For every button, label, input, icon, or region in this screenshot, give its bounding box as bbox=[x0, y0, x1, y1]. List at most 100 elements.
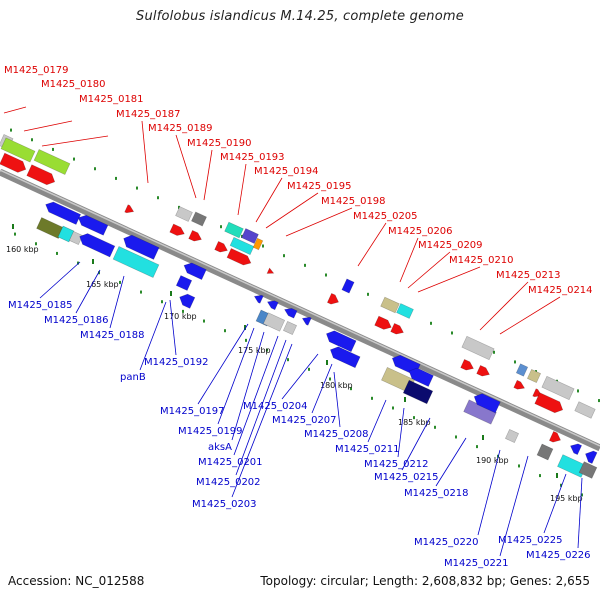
reverse-gene-label[interactable]: M1425_0221 bbox=[444, 558, 509, 569]
gene-feature[interactable] bbox=[326, 292, 340, 306]
forward-gene-label[interactable]: M1425_0190 bbox=[187, 138, 252, 149]
reverse-gene-label[interactable]: M1425_0212 bbox=[364, 459, 429, 470]
gene-feature[interactable] bbox=[283, 306, 298, 319]
forward-gene-label[interactable]: M1425_0180 bbox=[41, 79, 106, 90]
gene-feature[interactable] bbox=[504, 428, 520, 444]
reverse-gene-label[interactable]: M1425_0203 bbox=[192, 499, 257, 510]
gene-feature[interactable] bbox=[33, 149, 71, 175]
reverse-gene-label[interactable]: M1425_0204 bbox=[243, 401, 308, 412]
forward-gene-label[interactable]: M1425_0187 bbox=[116, 109, 181, 120]
gene-feature[interactable] bbox=[324, 328, 357, 353]
gene-feature[interactable] bbox=[472, 391, 501, 414]
gene-feature[interactable] bbox=[76, 213, 109, 236]
reverse-gene-label[interactable]: M1425_0225 bbox=[498, 535, 563, 546]
gene-feature[interactable] bbox=[515, 363, 529, 377]
reverse-gene-label[interactable]: M1425_0218 bbox=[404, 488, 469, 499]
gene-feature[interactable] bbox=[43, 199, 82, 225]
gene-feature[interactable] bbox=[68, 230, 84, 246]
guide-dot bbox=[119, 280, 121, 284]
accession-text: Accession: NC_012588 bbox=[8, 574, 145, 588]
reverse-gene-label[interactable]: M1425_0192 bbox=[144, 357, 209, 368]
gene-feature[interactable] bbox=[583, 448, 598, 464]
gene-feature[interactable] bbox=[253, 293, 264, 304]
forward-gene-label[interactable]: M1425_0205 bbox=[353, 211, 418, 222]
gene-feature[interactable] bbox=[188, 230, 204, 243]
guide-dot bbox=[283, 254, 285, 258]
gene-feature[interactable] bbox=[341, 278, 355, 294]
gene-feature[interactable] bbox=[262, 312, 286, 332]
gene-feature[interactable] bbox=[301, 315, 312, 326]
reverse-gene-label[interactable]: M1425_0207 bbox=[272, 415, 337, 426]
gene-feature[interactable] bbox=[229, 236, 255, 256]
gene-feature[interactable] bbox=[460, 359, 476, 372]
reverse-gene-label[interactable]: aksA bbox=[208, 442, 232, 453]
gene-feature[interactable] bbox=[169, 223, 186, 238]
reverse-gene-label[interactable]: M1425_0202 bbox=[196, 477, 261, 488]
reverse-gene-label[interactable]: M1425_0215 bbox=[374, 472, 439, 483]
gene-feature[interactable] bbox=[536, 443, 554, 461]
gene-feature[interactable] bbox=[0, 152, 28, 175]
reverse-gene-label[interactable]: M1425_0201 bbox=[198, 457, 263, 468]
guide-dot bbox=[350, 387, 352, 391]
gene-feature[interactable] bbox=[402, 379, 434, 405]
gene-feature[interactable] bbox=[241, 228, 259, 244]
gene-feature[interactable] bbox=[124, 204, 136, 216]
gene-feature[interactable] bbox=[461, 335, 495, 361]
gene-feature[interactable] bbox=[175, 206, 193, 222]
reverse-gene-label[interactable]: M1425_0226 bbox=[526, 550, 591, 561]
label-leader bbox=[139, 301, 167, 371]
forward-gene-label[interactable]: M1425_0206 bbox=[388, 226, 453, 237]
forward-gene-label[interactable]: M1425_0214 bbox=[528, 285, 593, 296]
reverse-gene-label[interactable]: M1425_0211 bbox=[335, 444, 400, 455]
gene-feature[interactable] bbox=[526, 368, 542, 384]
reverse-gene-label[interactable]: M1425_0185 bbox=[8, 300, 73, 311]
reverse-gene-label[interactable]: M1425_0197 bbox=[160, 406, 225, 417]
gene-feature[interactable] bbox=[77, 231, 116, 258]
forward-gene-label[interactable]: M1425_0195 bbox=[287, 181, 352, 192]
gene-feature[interactable] bbox=[578, 461, 598, 479]
forward-gene-label[interactable]: M1425_0210 bbox=[449, 255, 514, 266]
gene-feature[interactable] bbox=[374, 315, 394, 332]
gene-feature[interactable] bbox=[380, 296, 400, 314]
gene-feature[interactable] bbox=[548, 430, 562, 444]
forward-gene-label[interactable]: M1425_0193 bbox=[220, 152, 285, 163]
gene-feature[interactable] bbox=[177, 292, 196, 309]
forward-gene-label[interactable]: M1425_0209 bbox=[418, 240, 483, 251]
gene-feature[interactable] bbox=[568, 441, 583, 456]
forward-gene-label[interactable]: M1425_0181 bbox=[79, 94, 144, 105]
gene-feature[interactable] bbox=[396, 303, 414, 319]
reverse-gene-label[interactable]: M1425_0186 bbox=[44, 315, 109, 326]
gene-feature[interactable] bbox=[476, 365, 492, 378]
forward-gene-label[interactable]: M1425_0213 bbox=[496, 270, 561, 281]
gene-feature[interactable] bbox=[513, 379, 526, 391]
gene-feature[interactable] bbox=[112, 246, 160, 278]
reverse-gene-label[interactable]: M1425_0208 bbox=[304, 429, 369, 440]
gene-feature[interactable] bbox=[121, 233, 160, 260]
gene-feature[interactable] bbox=[534, 392, 565, 416]
gene-feature[interactable] bbox=[214, 241, 230, 254]
gene-feature[interactable] bbox=[26, 164, 57, 188]
gene-feature[interactable] bbox=[182, 260, 207, 280]
forward-gene-label[interactable]: M1425_0194 bbox=[254, 166, 319, 177]
gene-feature[interactable] bbox=[224, 221, 244, 239]
gene-feature[interactable] bbox=[282, 320, 298, 336]
reverse-gene-label[interactable]: panB bbox=[120, 372, 146, 383]
forward-gene-label[interactable]: M1425_0198 bbox=[321, 196, 386, 207]
reverse-gene-label[interactable]: M1425_0188 bbox=[80, 330, 145, 341]
gene-feature[interactable] bbox=[266, 298, 279, 311]
gene-feature[interactable] bbox=[0, 137, 36, 163]
forward-gene-label[interactable]: M1425_0189 bbox=[148, 123, 213, 134]
gene-feature[interactable] bbox=[252, 237, 264, 251]
reverse-gene-label[interactable]: M1425_0199 bbox=[178, 426, 243, 437]
gene-feature[interactable] bbox=[175, 275, 193, 291]
gene-feature[interactable] bbox=[266, 267, 275, 276]
gene-feature[interactable] bbox=[328, 344, 361, 369]
gene-feature[interactable] bbox=[390, 323, 406, 336]
gene-feature[interactable] bbox=[226, 248, 253, 267]
reverse-gene-label[interactable]: M1425_0220 bbox=[414, 537, 479, 548]
forward-gene-label[interactable]: M1425_0179 bbox=[4, 65, 69, 76]
gene-feature[interactable] bbox=[541, 375, 575, 401]
gene-feature[interactable] bbox=[191, 211, 207, 227]
gene-feature[interactable] bbox=[407, 366, 434, 387]
gene-feature[interactable] bbox=[574, 401, 596, 419]
